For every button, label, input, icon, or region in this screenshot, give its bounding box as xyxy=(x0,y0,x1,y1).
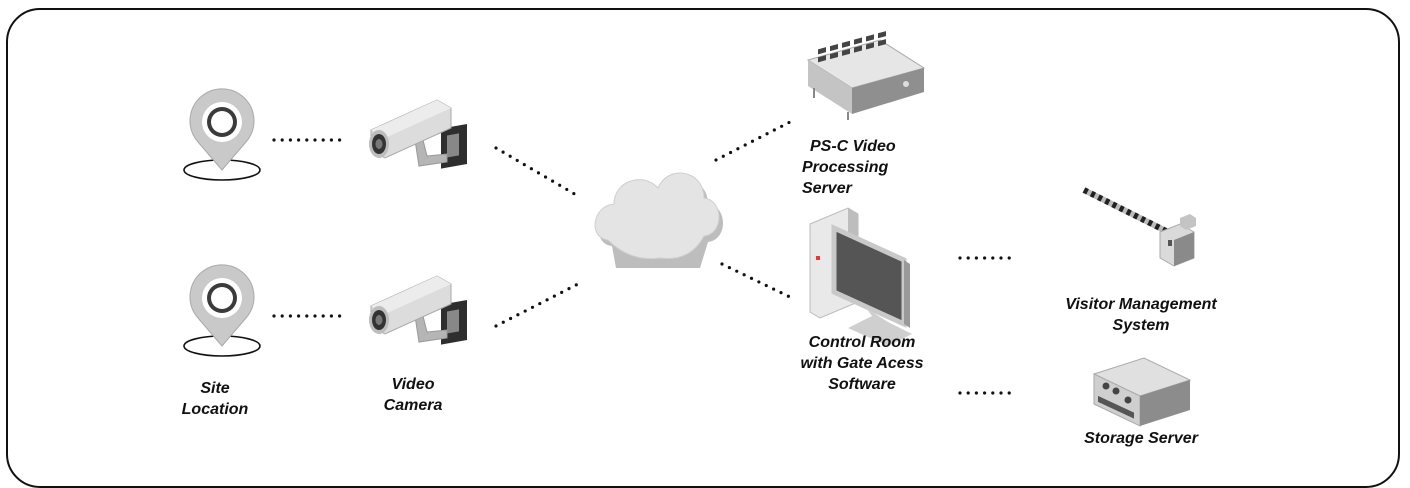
network-diagram xyxy=(183,31,1196,427)
label-psc-server: PS-C Video Processing Server xyxy=(802,136,942,199)
cloud-icon xyxy=(594,172,723,268)
label-line: with Gate Acess xyxy=(800,355,924,372)
boom-barrier-icon xyxy=(1082,187,1196,267)
label-video-camera: Video Camera xyxy=(368,374,458,416)
label-visitor-management: Visitor Management System xyxy=(1046,294,1236,336)
label-line: Processing Server xyxy=(802,159,889,197)
connectors xyxy=(272,120,1016,395)
label-line: Video xyxy=(391,376,435,393)
rack-server-icon xyxy=(806,31,926,120)
label-line: Camera xyxy=(383,397,443,414)
label-line: Location xyxy=(181,401,249,418)
storage-server-icon xyxy=(1092,357,1192,427)
label-storage-server: Storage Server xyxy=(1066,428,1216,449)
label-line: System xyxy=(1112,317,1170,334)
connector-cloud-psc xyxy=(714,120,792,162)
location-pin-icon xyxy=(183,264,261,357)
label-line: Software xyxy=(828,376,896,393)
desktop-computer-icon xyxy=(809,207,912,346)
label-site-location: Site Location xyxy=(170,378,260,420)
connector-camera2-cloud xyxy=(494,282,580,328)
label-line: PS-C Video xyxy=(810,138,896,155)
label-line: Storage Server xyxy=(1084,430,1198,447)
location-pin-icon xyxy=(183,88,261,181)
label-line: Control Room xyxy=(808,334,916,351)
connector-camera1-cloud xyxy=(494,146,580,198)
label-line: Visitor Management xyxy=(1065,296,1217,313)
label-control-room: Control Room with Gate Acess Software xyxy=(782,332,942,395)
connector-cloud-control xyxy=(720,262,794,300)
cctv-camera-icon xyxy=(369,99,467,169)
label-line: Site xyxy=(200,380,230,397)
cctv-camera-icon xyxy=(369,275,467,345)
